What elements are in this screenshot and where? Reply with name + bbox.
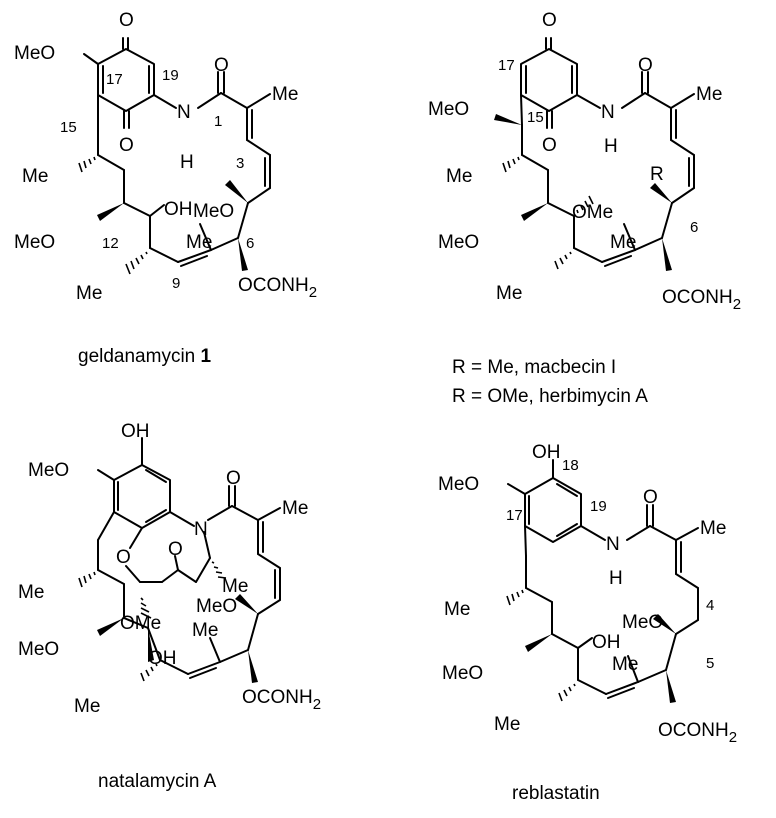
natalamycin-bonds xyxy=(97,437,281,679)
atom-o: O xyxy=(542,10,557,31)
atom-me: Me xyxy=(446,166,472,187)
locant-1: 1 xyxy=(214,113,222,130)
atom-me: Me xyxy=(610,232,636,253)
reblastatin-stereo xyxy=(506,589,676,703)
atom-me: Me xyxy=(222,576,248,597)
atom-me: Me xyxy=(612,654,638,675)
atom-o: O xyxy=(226,468,241,489)
molecule-natalamycin: OH MeO O N Me Me O O Me MeO OMe MeO OH M… xyxy=(18,421,321,792)
atom-r: R xyxy=(650,164,664,185)
atom-o: O xyxy=(119,135,134,156)
atom-me: Me xyxy=(76,283,102,304)
locant-15: 15 xyxy=(527,109,544,126)
atom-me: Me xyxy=(700,518,726,539)
atom-meo: MeO xyxy=(14,232,55,253)
molecule-reblastatin: OH 18 MeO 17 19 O Me N H Me 4 MeO 5 MeO … xyxy=(438,442,737,804)
reblastatin-bonds xyxy=(507,459,699,699)
atom-me: Me xyxy=(496,283,522,304)
atom-h: H xyxy=(180,152,194,173)
atom-oh: OH xyxy=(532,442,561,463)
geldanamycin-bonds xyxy=(83,37,271,267)
atom-meo: MeO xyxy=(193,201,234,222)
atom-meo: MeO xyxy=(438,474,479,495)
atom-me: Me xyxy=(186,232,212,253)
locant-17: 17 xyxy=(106,71,123,88)
atom-meo: MeO xyxy=(622,612,663,633)
atom-h: H xyxy=(609,568,623,589)
atom-me: Me xyxy=(494,714,520,735)
atom-me: Me xyxy=(18,582,44,603)
atom-n: N xyxy=(606,534,620,555)
locant-18: 18 xyxy=(562,457,579,474)
geldanamycin-labels: O MeO 17 19 O Me 15 1 N H O 3 Me OH MeO … xyxy=(14,10,317,304)
reblastatin-labels: OH 18 MeO 17 19 O Me N H Me 4 MeO 5 MeO … xyxy=(438,442,737,746)
locant-15: 15 xyxy=(60,119,77,136)
atom-meo: MeO xyxy=(18,639,59,660)
macbecin-stereo xyxy=(494,114,672,271)
locant-19: 19 xyxy=(590,498,607,515)
natalamycin-labels: OH MeO O N Me Me O O Me MeO OMe MeO OH M… xyxy=(18,421,321,717)
atom-meo: MeO xyxy=(442,663,483,684)
locant-19: 19 xyxy=(162,67,179,84)
molecule-macbecin: O 17 O Me MeO 15 N H O Me R OMe MeO 6 Me… xyxy=(428,10,741,407)
atom-h: H xyxy=(604,136,618,157)
atom-ome: OMe xyxy=(120,613,161,634)
locant-4: 4 xyxy=(706,597,714,614)
caption-natalamycin: natalamycin A xyxy=(98,771,217,792)
atom-ocarb: OCONH2 xyxy=(238,275,317,301)
locant-17: 17 xyxy=(498,57,515,74)
atom-n: N xyxy=(177,102,191,123)
atom-me: Me xyxy=(192,620,218,641)
macbecin-bonds xyxy=(520,37,695,267)
atom-ome: OMe xyxy=(572,202,613,223)
atom-me: Me xyxy=(444,599,470,620)
atom-o: O xyxy=(638,55,653,76)
locant-3: 3 xyxy=(236,155,244,172)
atom-me: Me xyxy=(282,498,308,519)
geldanamycin-stereo xyxy=(78,156,248,275)
atom-n: N xyxy=(194,519,208,540)
natalamycin-stereo xyxy=(78,561,258,683)
atom-me: Me xyxy=(22,166,48,187)
atom-oh: OH xyxy=(592,632,621,653)
atom-ocarb: OCONH2 xyxy=(662,287,741,313)
atom-me: Me xyxy=(696,84,722,105)
atom-oh: OH xyxy=(164,199,193,220)
atom-oh: OH xyxy=(121,421,150,442)
atom-n: N xyxy=(601,102,615,123)
locant-17: 17 xyxy=(506,507,523,524)
caption-herbimycin: R = OMe, herbimycin A xyxy=(452,386,648,407)
locant-9: 9 xyxy=(172,275,180,292)
atom-ocarb: OCONH2 xyxy=(658,720,737,746)
atom-meo: MeO xyxy=(428,99,469,120)
molecule-geldanamycin: O MeO 17 19 O Me 15 1 N H O 3 Me OH MeO … xyxy=(14,10,317,367)
atom-o: O xyxy=(116,547,131,568)
locant-6: 6 xyxy=(690,219,698,236)
atom-oh: OH xyxy=(148,648,177,669)
atom-meo: MeO xyxy=(196,596,237,617)
locant-6: 6 xyxy=(246,235,254,252)
locant-12: 12 xyxy=(102,235,119,252)
locant-5: 5 xyxy=(706,655,714,672)
atom-o: O xyxy=(643,487,658,508)
atom-o: O xyxy=(542,135,557,156)
atom-o: O xyxy=(119,10,134,31)
atom-o: O xyxy=(168,539,183,560)
atom-ocarb: OCONH2 xyxy=(242,687,321,713)
atom-o: O xyxy=(214,55,229,76)
caption-geldanamycin: geldanamycin 1 xyxy=(78,346,212,367)
atom-meo: MeO xyxy=(438,232,479,253)
caption-macbecin: R = Me, macbecin I xyxy=(452,357,616,378)
atom-meo: MeO xyxy=(14,43,55,64)
macbecin-labels: O 17 O Me MeO 15 N H O Me R OMe MeO 6 Me… xyxy=(428,10,741,313)
caption-reblastatin: reblastatin xyxy=(512,783,600,804)
atom-me: Me xyxy=(74,696,100,717)
atom-meo: MeO xyxy=(28,460,69,481)
atom-me: Me xyxy=(272,84,298,105)
